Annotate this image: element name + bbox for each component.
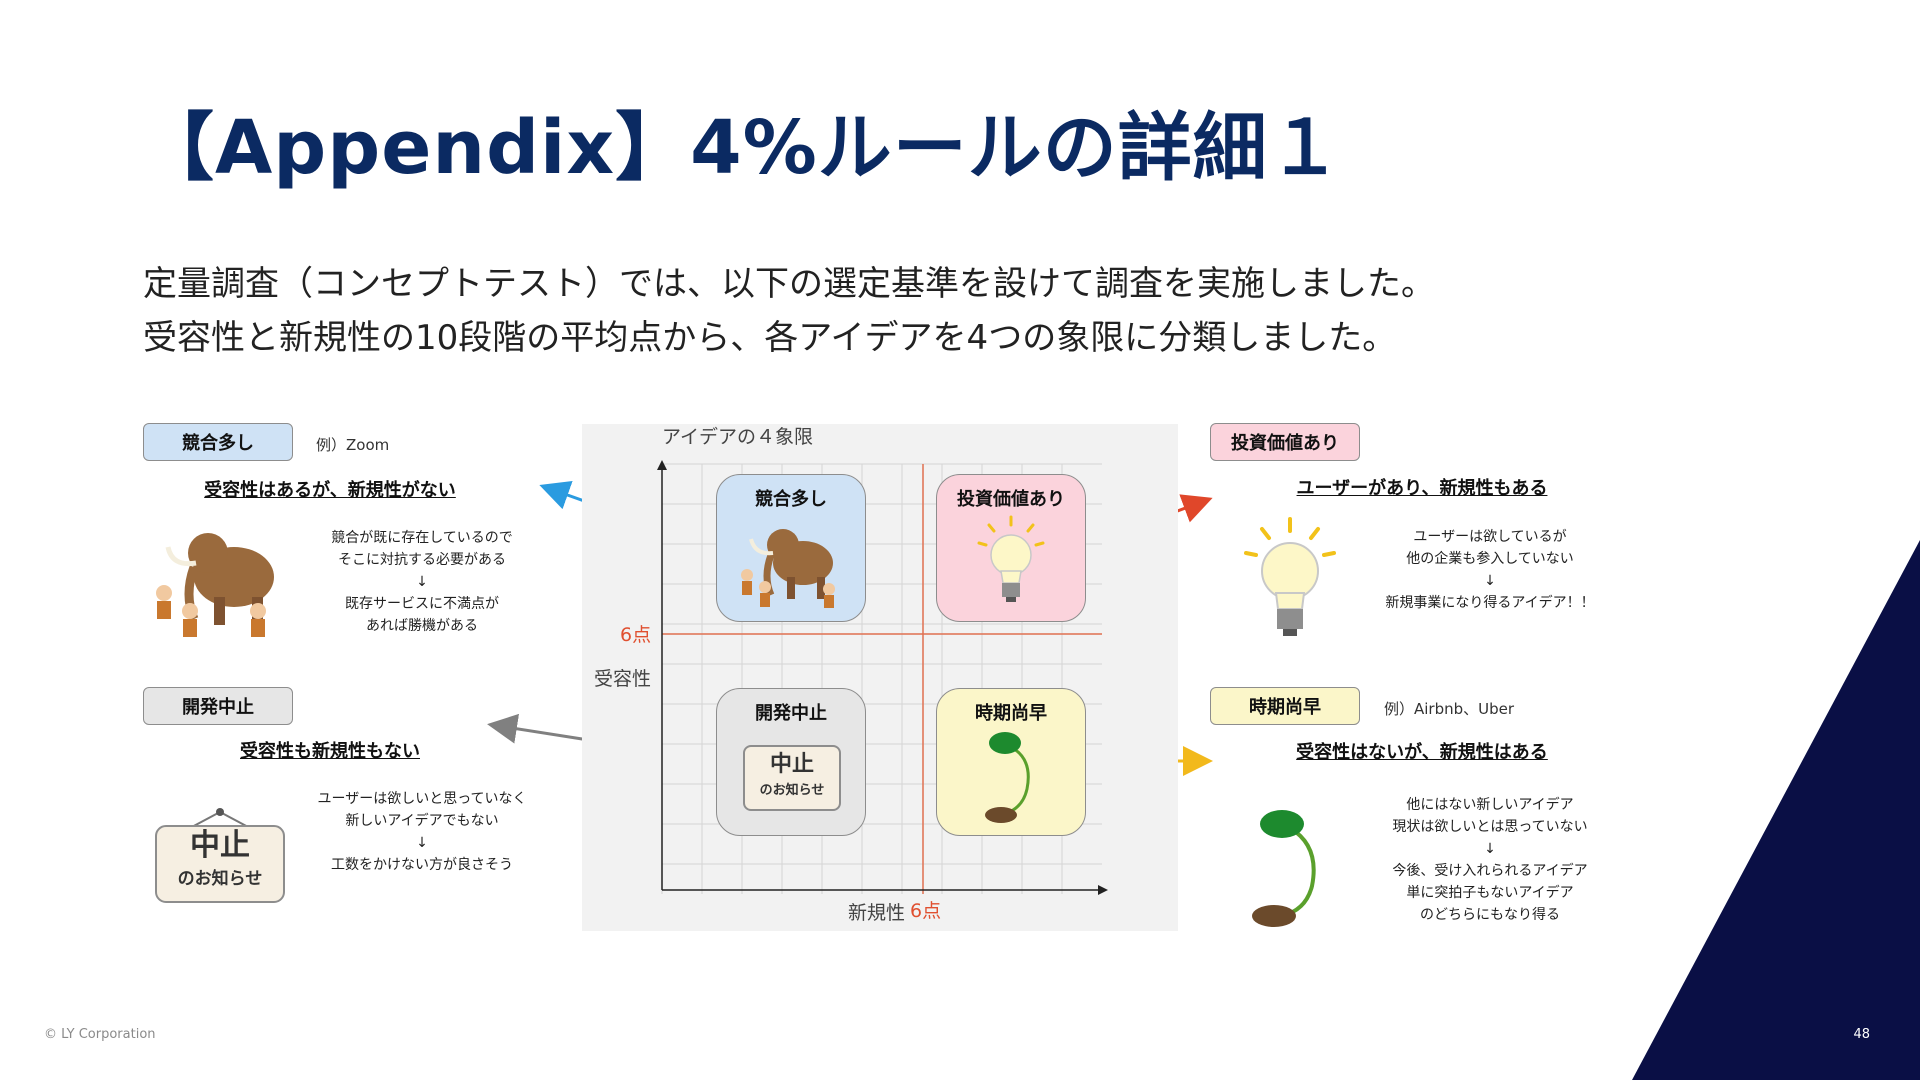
quadrant-competition: 競合多し	[716, 474, 866, 622]
x-threshold-label: 6点	[910, 896, 941, 923]
quadrant-early-label: 時期尚早	[937, 699, 1085, 725]
y-axis-arrowhead	[657, 460, 667, 470]
copyright-footer: © LY Corporation	[44, 1027, 156, 1042]
tag-invest: 投資価値あり	[1210, 423, 1360, 461]
y-axis-label: 受容性	[594, 664, 651, 691]
heading-stop: 受容性も新規性もない	[160, 737, 500, 763]
tag-competition: 競合多し	[143, 423, 293, 461]
mammoth-hunters-large-illustration	[150, 515, 290, 645]
quadrant-invest-label: 投資価値あり	[937, 485, 1085, 511]
x-axis-arrowhead	[1098, 885, 1108, 895]
sprout-large-icon	[1240, 806, 1340, 931]
mammoth-hunters-illustration	[737, 515, 847, 610]
stop-signboard-text: 中止 のお知らせ	[156, 828, 284, 889]
heading-invest: ユーザーがあり、新規性もある	[1252, 474, 1592, 500]
heading-early: 受容性はないが、新規性はある	[1252, 738, 1592, 764]
lightbulb-large-icon	[1240, 515, 1340, 645]
quadrant-stop: 開発中止 中止 のお知らせ	[716, 688, 866, 836]
desc-invest: ユーザーは欲しているが 他の企業も参入していない ↓ 新規事業になり得るアイデア…	[1360, 526, 1620, 614]
quadrant-chart: アイデアの４象限 受容性 6点 新規性 6点 競合多し 投資価値あり	[582, 424, 1178, 931]
lightbulb-icon	[971, 515, 1051, 610]
chart-grid	[582, 424, 1178, 931]
x-axis-label: 新規性	[848, 898, 905, 925]
tag-early: 時期尚早	[1210, 687, 1360, 725]
page-number: 48	[1853, 1027, 1870, 1042]
quadrant-early: 時期尚早	[936, 688, 1086, 836]
desc-stop: ユーザーは欲しいと思っていなく 新しいアイデアでもない ↓ 工数をかけない方が良…	[302, 788, 542, 876]
y-threshold-label: 6点	[620, 620, 651, 647]
quadrant-invest: 投資価値あり	[936, 474, 1086, 622]
quadrant-competition-label: 競合多し	[717, 485, 865, 511]
heading-competition: 受容性はあるが、新規性がない	[160, 476, 500, 502]
chart-title: アイデアの４象限	[662, 422, 813, 449]
example-competition: 例）Zoom	[316, 434, 389, 455]
desc-competition: 競合が既に存在しているので そこに対抗する必要がある ↓ 既存サービスに不満点が…	[302, 527, 542, 637]
quadrant-stop-label: 開発中止	[717, 699, 865, 725]
desc-early: 他にはない新しいアイデア 現状は欲しいとは思っていない ↓ 今後、受け入れられる…	[1360, 794, 1620, 926]
tag-stop: 開発中止	[143, 687, 293, 725]
sprout-icon	[977, 729, 1057, 824]
stop-sign-small-icon: 中止 のお知らせ	[743, 745, 841, 811]
example-early: 例）Airbnb、Uber	[1384, 698, 1514, 719]
